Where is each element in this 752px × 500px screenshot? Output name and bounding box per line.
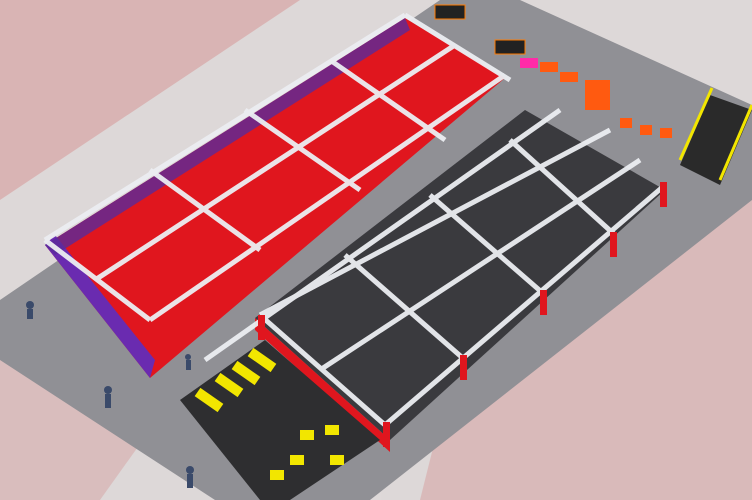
entry-blocks [434, 4, 672, 138]
neon-blocks [194, 347, 344, 480]
red-pillars [258, 182, 667, 447]
dark-zone-floor [255, 110, 665, 440]
red-border [255, 318, 390, 452]
purple-wall [45, 235, 155, 378]
people [26, 301, 194, 488]
purple-wall-back [45, 18, 410, 255]
red-arena-floor [45, 18, 505, 378]
staircase [678, 87, 752, 185]
